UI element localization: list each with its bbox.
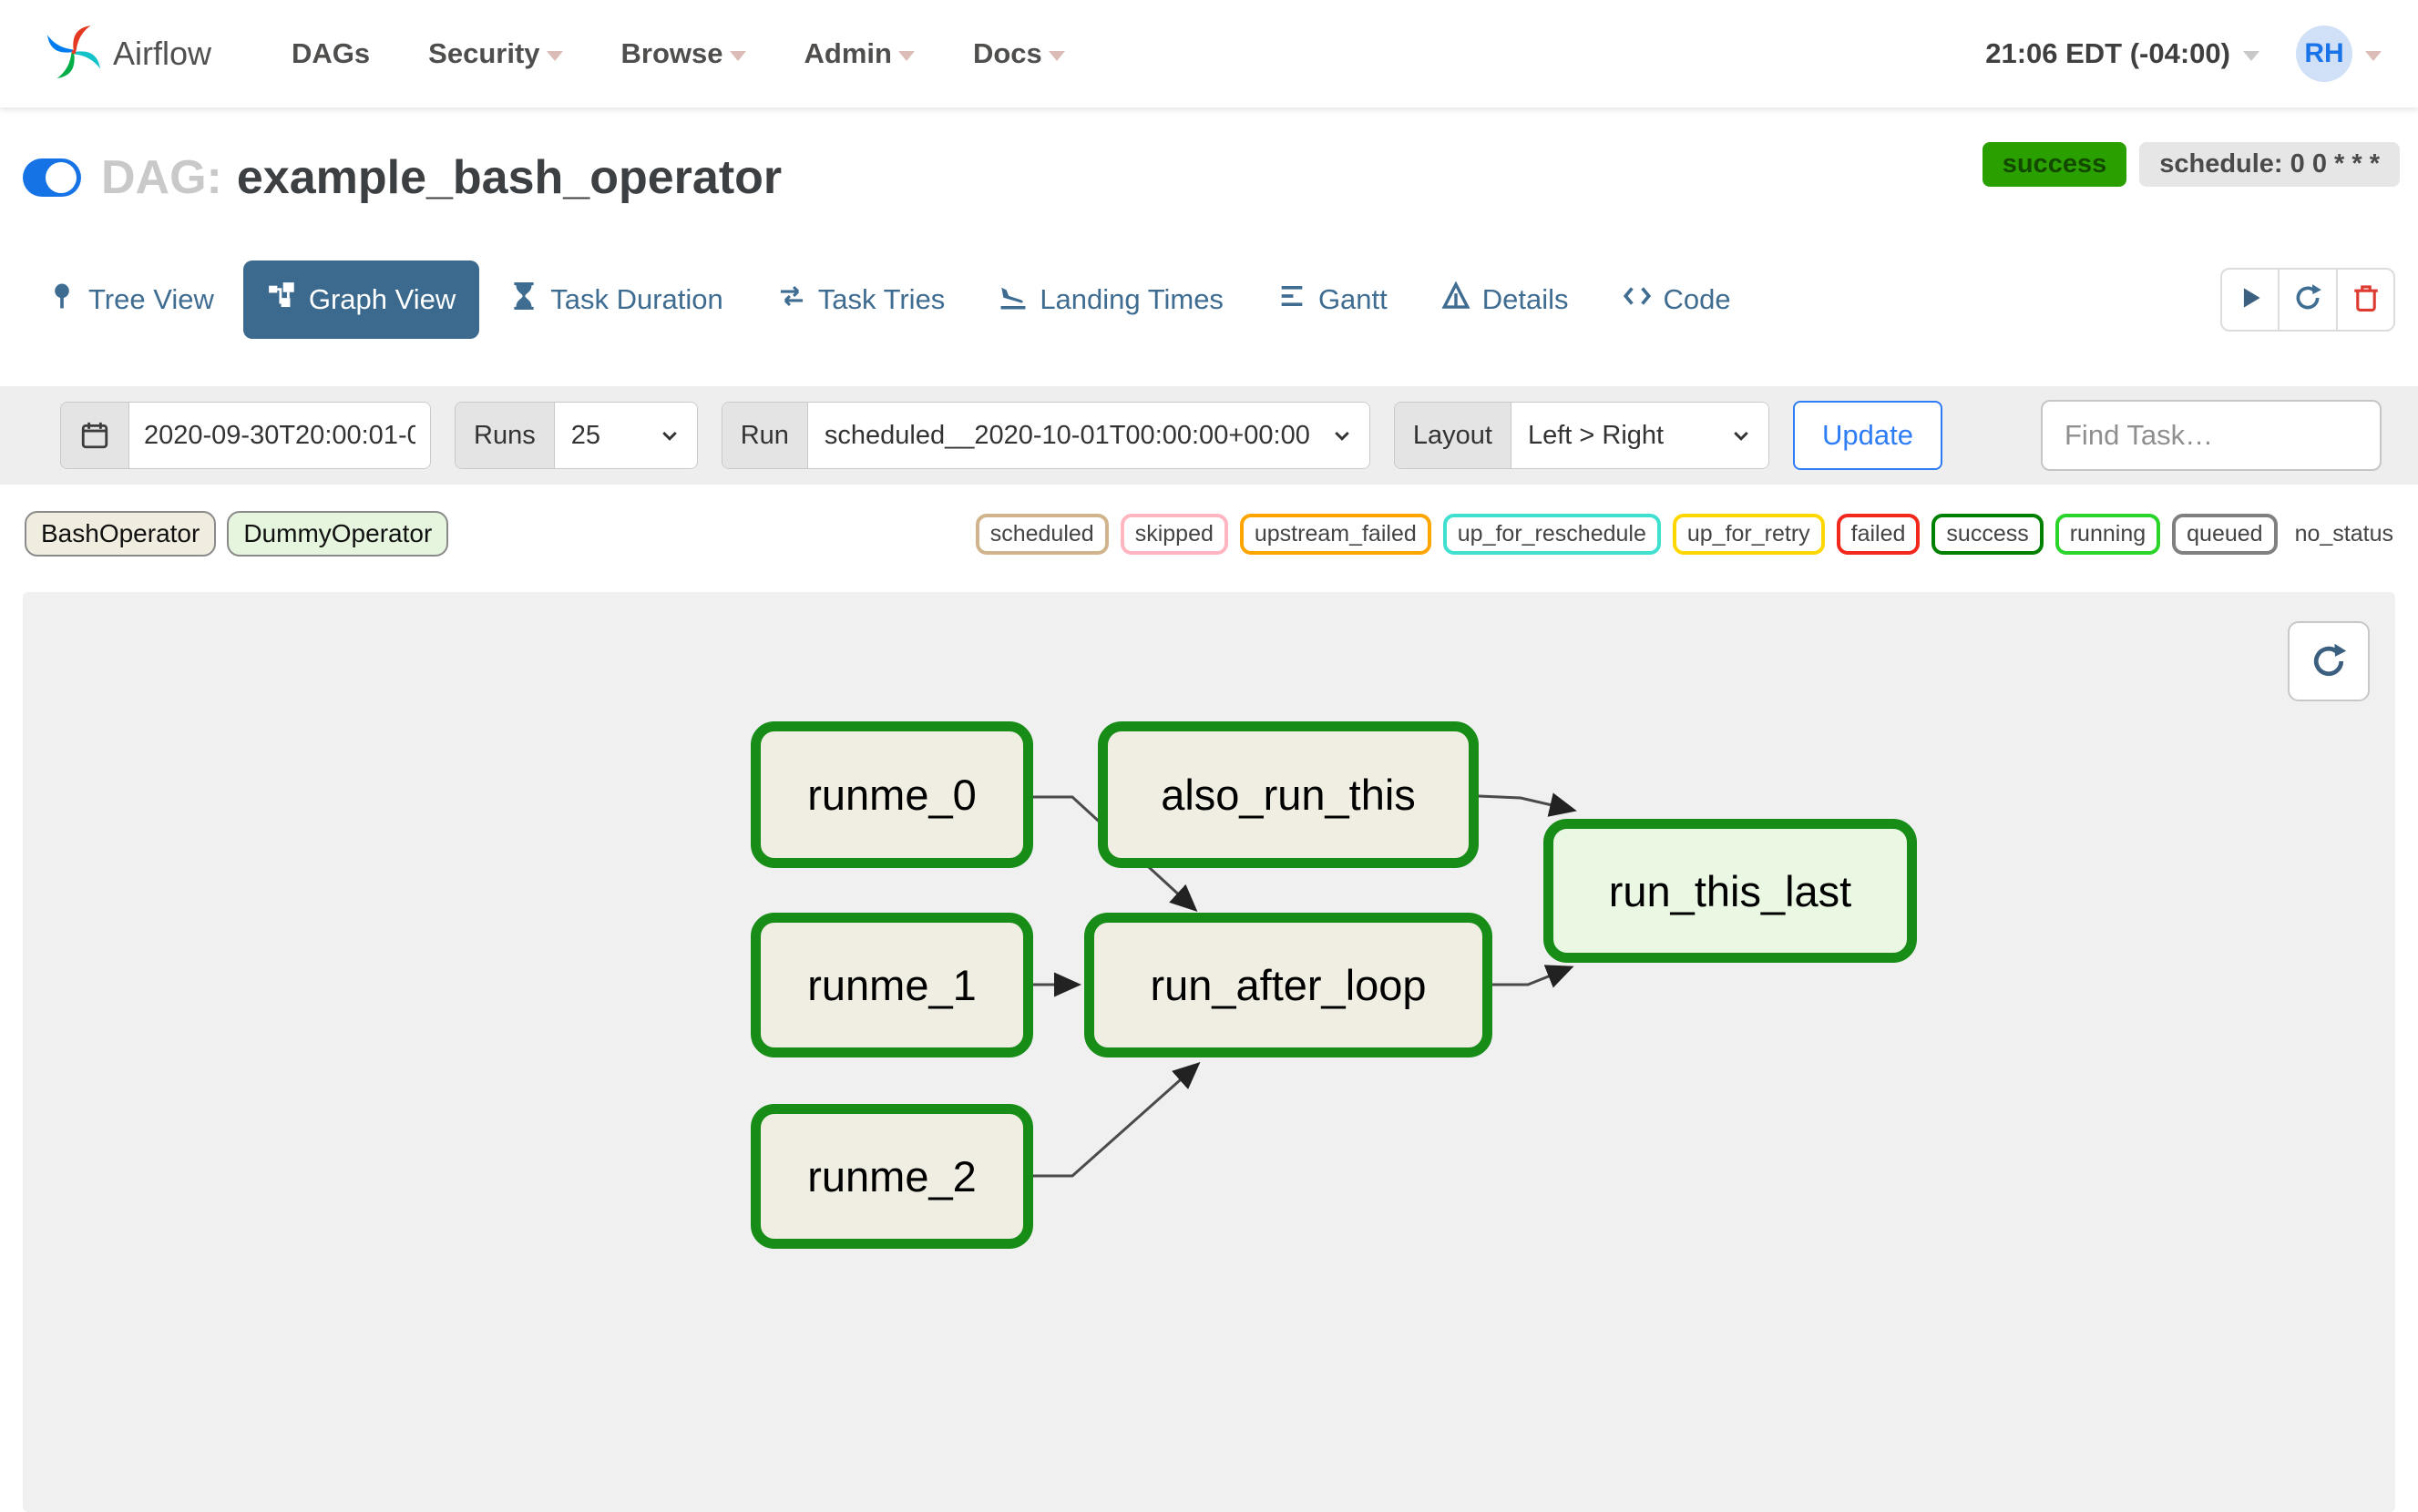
run-label: Run	[722, 403, 808, 468]
dag-state-badge: success	[1982, 142, 2127, 187]
status-legend: scheduled skipped upstream_failed up_for_re…	[975, 513, 2393, 555]
base-date-group	[60, 402, 431, 469]
dag-pause-toggle[interactable]	[23, 158, 81, 197]
tab-task-duration[interactable]: Task Duration	[485, 261, 747, 339]
task-node-runme_1[interactable]: runme_1	[751, 913, 1033, 1057]
calendar-icon[interactable]	[61, 403, 129, 468]
clock-caret-icon[interactable]	[2243, 50, 2259, 61]
edge-also_run_this-to-run_this_last	[1478, 792, 1577, 817]
dag-schedule-badge[interactable]: schedule: 0 0 * * *	[2139, 142, 2400, 187]
toggle-knob	[46, 162, 77, 193]
chevron-down-icon	[546, 50, 563, 61]
tab-graph-view[interactable]: Graph View	[242, 261, 480, 339]
task-node-runme_2[interactable]: runme_2	[751, 1104, 1033, 1249]
utc-clock[interactable]: 21:06 EDT (-04:00)	[1985, 37, 2230, 69]
find-task-input[interactable]	[2041, 400, 2382, 471]
hourglass-icon	[508, 281, 539, 319]
operator-badge-dummyoperator: DummyOperator	[227, 511, 449, 557]
graph-edges	[1033, 792, 1577, 1178]
status-badge-up_for_reschedule[interactable]: up_for_reschedule	[1442, 513, 1661, 555]
status-badge-success[interactable]: success	[1931, 513, 2044, 555]
nav-item-docs[interactable]: Docs	[948, 19, 1091, 88]
task-node-runme_0[interactable]: runme_0	[751, 721, 1033, 868]
tab-gantt[interactable]: Gantt	[1253, 261, 1411, 339]
tab-code[interactable]: Code	[1598, 261, 1755, 339]
run-group: Run scheduled__2020-10-01T00:00:00+00:00	[721, 402, 1370, 469]
graph-filter-bar: Runs 25 Run scheduled__2020-10-01T00:00:…	[0, 386, 2418, 485]
dag-header: DAG: example_bash_operator success sched…	[0, 137, 2418, 219]
brand-name: Airflow	[113, 35, 212, 72]
align-icon	[1276, 281, 1307, 319]
status-badge-up_for_retry[interactable]: up_for_retry	[1672, 513, 1825, 555]
runs-label: Runs	[456, 403, 555, 468]
refresh-dag-button[interactable]	[2279, 268, 2337, 332]
nav-item-security[interactable]: Security	[403, 19, 588, 88]
status-label-no-status: no_status	[2294, 520, 2393, 547]
dag-graph-panel: runme_0 also_run_this run_this_last runme_1…	[23, 592, 2395, 1512]
delete-dag-button[interactable]	[2337, 268, 2395, 332]
status-badge-scheduled[interactable]: scheduled	[975, 513, 1109, 555]
task-node-also_run_this[interactable]: also_run_this	[1098, 721, 1479, 868]
chevron-down-icon	[897, 50, 915, 61]
trigger-dag-button[interactable]	[2220, 268, 2279, 332]
edge-runme_2-to-run_after_loop	[1033, 1062, 1201, 1178]
edge-run_after_loop-to-run_this_last	[1492, 965, 1574, 988]
run-select[interactable]: scheduled__2020-10-01T00:00:00+00:00	[807, 403, 1369, 468]
airflow-brand[interactable]: Airflow	[44, 22, 211, 87]
task-node-run_after_loop[interactable]: run_after_loop	[1084, 913, 1492, 1057]
repeat-icon	[776, 281, 807, 319]
tab-landing-times[interactable]: Landing Times	[974, 261, 1247, 339]
pin-icon	[46, 281, 77, 319]
play-icon	[2235, 282, 2266, 318]
chevron-down-icon	[1048, 50, 1065, 61]
edge-runme_0-to-run_after_loop	[1033, 795, 1198, 913]
update-button[interactable]: Update	[1792, 401, 1942, 470]
chevron-down-icon	[1730, 424, 1752, 446]
chevron-down-icon	[1331, 424, 1353, 446]
layout-select[interactable]: Left > Right	[1511, 403, 1768, 468]
plane-landing-icon	[998, 281, 1029, 319]
num-runs-group: Runs 25	[455, 402, 698, 469]
dag-prefix-label: DAG:	[101, 151, 222, 204]
graph-refresh-button[interactable]	[2288, 621, 2370, 701]
task-node-run_this_last[interactable]: run_this_last	[1543, 819, 1917, 963]
triangle-icon	[1440, 281, 1471, 319]
tab-details[interactable]: Details	[1417, 261, 1593, 339]
chevron-down-icon	[659, 424, 681, 446]
num-runs-select[interactable]: 25	[554, 403, 697, 468]
trash-icon	[2351, 282, 2382, 318]
nav-item-browse[interactable]: Browse	[596, 19, 772, 88]
status-badge-running[interactable]: running	[2054, 513, 2161, 555]
tab-task-tries[interactable]: Task Tries	[753, 261, 969, 339]
refresh-icon	[2292, 282, 2323, 318]
code-icon	[1622, 281, 1653, 319]
user-avatar[interactable]: RH	[2296, 26, 2352, 82]
layout-group: Layout Left > Right	[1393, 402, 1769, 469]
status-badge-skipped[interactable]: skipped	[1120, 513, 1228, 555]
status-badge-upstream_failed[interactable]: upstream_failed	[1239, 513, 1431, 555]
operator-badge-bashoperator: BashOperator	[25, 511, 217, 557]
nav-item-dags[interactable]: DAGs	[292, 37, 371, 69]
user-menu-caret-icon[interactable]	[2365, 50, 2382, 61]
navbar-right: 21:06 EDT (-04:00) RH	[1985, 26, 2382, 82]
dag-action-buttons	[2220, 268, 2395, 332]
status-badge-queued[interactable]: queued	[2172, 513, 2278, 555]
tab-tree-view[interactable]: Tree View	[23, 261, 238, 339]
dag-header-badges: success schedule: 0 0 * * *	[1982, 142, 2400, 187]
nav-item-admin[interactable]: Admin	[779, 19, 940, 88]
dag-title: example_bash_operator	[236, 151, 783, 204]
airflow-logo-icon	[44, 22, 104, 87]
sitemap-icon	[267, 281, 298, 319]
chevron-down-icon	[729, 50, 746, 61]
layout-label: Layout	[1394, 403, 1511, 468]
base-date-input[interactable]	[129, 403, 430, 468]
status-badge-failed[interactable]: failed	[1836, 513, 1921, 555]
